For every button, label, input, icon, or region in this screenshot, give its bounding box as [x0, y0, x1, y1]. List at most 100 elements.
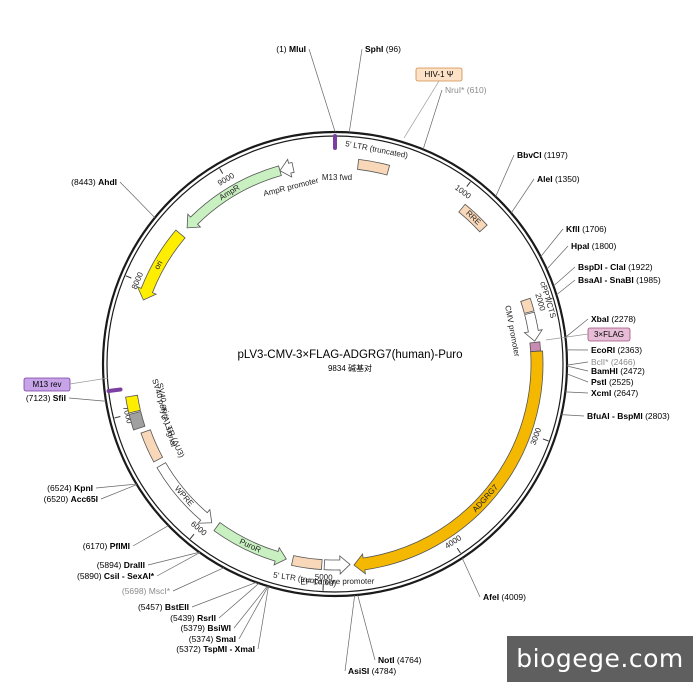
site-position: (2647)	[611, 388, 638, 398]
site-leader-line	[422, 89, 443, 150]
site-label-psti: PstI (2525)	[591, 377, 634, 387]
site-name: BamHI	[591, 366, 618, 376]
site-leader-line	[147, 551, 200, 566]
site-asisi: AsiSI (4784)	[344, 595, 396, 676]
site-name: HpaI	[571, 241, 589, 251]
site-name: MscI*	[149, 586, 171, 596]
site-bfuai-bspmi: BfuAI - BspMI (2803)	[561, 411, 670, 421]
plasmid-size: 9834 碱基对	[328, 363, 372, 373]
site-position: (1985)	[634, 275, 661, 285]
site-kpni: (6524) KpnI	[47, 483, 137, 493]
site-name: PflMI	[110, 541, 130, 551]
site-name: AfeI	[483, 592, 499, 602]
tick-mark	[189, 533, 195, 540]
site-name: DraIII	[124, 560, 145, 570]
site-position: (5379)	[180, 623, 207, 633]
site-ahdi: (8443) AhdI	[71, 177, 156, 218]
site-name: XbaI	[591, 314, 609, 324]
site-leader-line	[553, 266, 576, 287]
site-noti: NotI (4764)	[357, 594, 422, 665]
tick-mark	[114, 416, 121, 419]
site-leader-line	[565, 391, 589, 394]
site-leader-line	[566, 365, 589, 372]
site-leader-line	[540, 228, 564, 257]
site-pflmi: (6170) PflMI	[83, 525, 169, 551]
site-name: XcmI	[591, 388, 611, 398]
site-label-asisi: AsiSI (4784)	[348, 666, 396, 676]
site-position: (2278)	[609, 314, 636, 324]
site-position: (1800)	[589, 241, 616, 251]
site-label-sphi: SphI (96)	[365, 44, 401, 54]
primer-m13-rev	[106, 387, 123, 393]
site-name: AsiSI	[348, 666, 369, 676]
site-name: BclI*	[591, 357, 609, 367]
site-position: (6170)	[83, 541, 110, 551]
site-position: (7123)	[26, 393, 53, 403]
site-label-mlui: (1) MluI	[276, 44, 306, 54]
site-label-xcmi: XcmI (2647)	[591, 388, 638, 398]
site-bcli: BclI* (2466)	[566, 357, 636, 367]
site-leader-line	[461, 557, 481, 598]
site-leader-line	[556, 279, 576, 296]
site-position: (4784)	[369, 666, 396, 676]
site-position: (2472)	[618, 366, 645, 376]
site-label-acc65i: (6520) Acc65I	[44, 494, 98, 504]
site-label-bspdi-clai: BspDI - ClaI (1922)	[578, 262, 653, 272]
site-leader-line	[495, 154, 515, 197]
site-sphi: SphI (96)	[348, 44, 401, 133]
site-name: BfuAI - BspMI	[587, 411, 643, 421]
site-leader-line	[191, 582, 257, 608]
site-label-bbvci: BbvCI (1197)	[517, 150, 568, 160]
feature-ampr-promoter	[279, 158, 295, 178]
site-label-bsaai-snabi: BsaAI - SnaBI (1985)	[578, 275, 661, 285]
site-label-tspmi-xmai: (5372) TspMI - XmaI	[176, 644, 255, 654]
site-leader-line	[566, 361, 589, 366]
site-name: PstI	[591, 377, 607, 387]
feature-3-ltr-u3	[140, 429, 164, 463]
feature-rre	[458, 203, 488, 233]
site-label-nrui: NruI* (610)	[445, 85, 487, 95]
site-name: SphI	[365, 44, 383, 54]
site-leader-line	[546, 245, 569, 270]
feature-ori	[136, 229, 186, 301]
site-label-sfii: (7123) SfiI	[26, 393, 66, 403]
callout-text: 3×FLAG	[594, 330, 624, 339]
site-position: (1350)	[553, 174, 580, 184]
site-position: (5372)	[176, 644, 203, 654]
site-position: (96)	[383, 44, 401, 54]
site-csii-sexai: (5890) CsiI - SexAI*	[77, 552, 201, 581]
site-tspmi-xmai: (5372) TspMI - XmaI	[176, 586, 269, 654]
site-psti: PstI (2525)	[566, 373, 634, 387]
feature-cmv-promoter	[523, 311, 544, 342]
site-rsrii: (5439) RsrII	[170, 582, 260, 623]
site-leader-line	[172, 567, 225, 592]
site-label-bamhi: BamHI (2472)	[591, 366, 645, 376]
site-position: (6524)	[47, 483, 74, 493]
site-label-alei: AleI (1350)	[537, 174, 580, 184]
feature-3-flag	[529, 341, 542, 353]
feature-adgrg7	[353, 350, 544, 575]
site-label-kpni: (6524) KpnI	[47, 483, 93, 493]
tick-mark	[546, 297, 553, 301]
feature-5-ltr-truncated	[291, 555, 323, 570]
site-label-xbai: XbaI (2278)	[591, 314, 636, 324]
site-label-bsteii: (5457) BstEII	[138, 602, 189, 612]
site-mlui: (1) MluI	[276, 44, 336, 133]
tick-label: 5000	[315, 572, 334, 582]
feature-label-5-ltr-truncated: 5' LTR (truncated)	[345, 139, 410, 160]
feature-label-ef-1-core-promoter: EF-1α core promoter	[300, 577, 374, 587]
tick-label: 1000	[453, 183, 473, 201]
site-sfii: (7123) SfiI	[26, 393, 107, 403]
site-label-afei: AfeI (4009)	[483, 592, 526, 602]
feature-label-cmv-promoter: CMV promoter	[503, 305, 521, 358]
callout-box	[587, 327, 631, 342]
site-leader-line	[156, 552, 201, 577]
site-name: NruI*	[445, 85, 465, 95]
site-label-rsrii: (5439) RsrII	[170, 613, 216, 623]
site-name: KflI	[566, 224, 580, 234]
site-bsaai-snabi: BsaAI - SnaBI (1985)	[556, 275, 661, 296]
site-position: (5890)	[77, 571, 104, 581]
site-name: BbvCI	[517, 150, 542, 160]
site-acc65i: (6520) Acc65I	[44, 484, 137, 504]
